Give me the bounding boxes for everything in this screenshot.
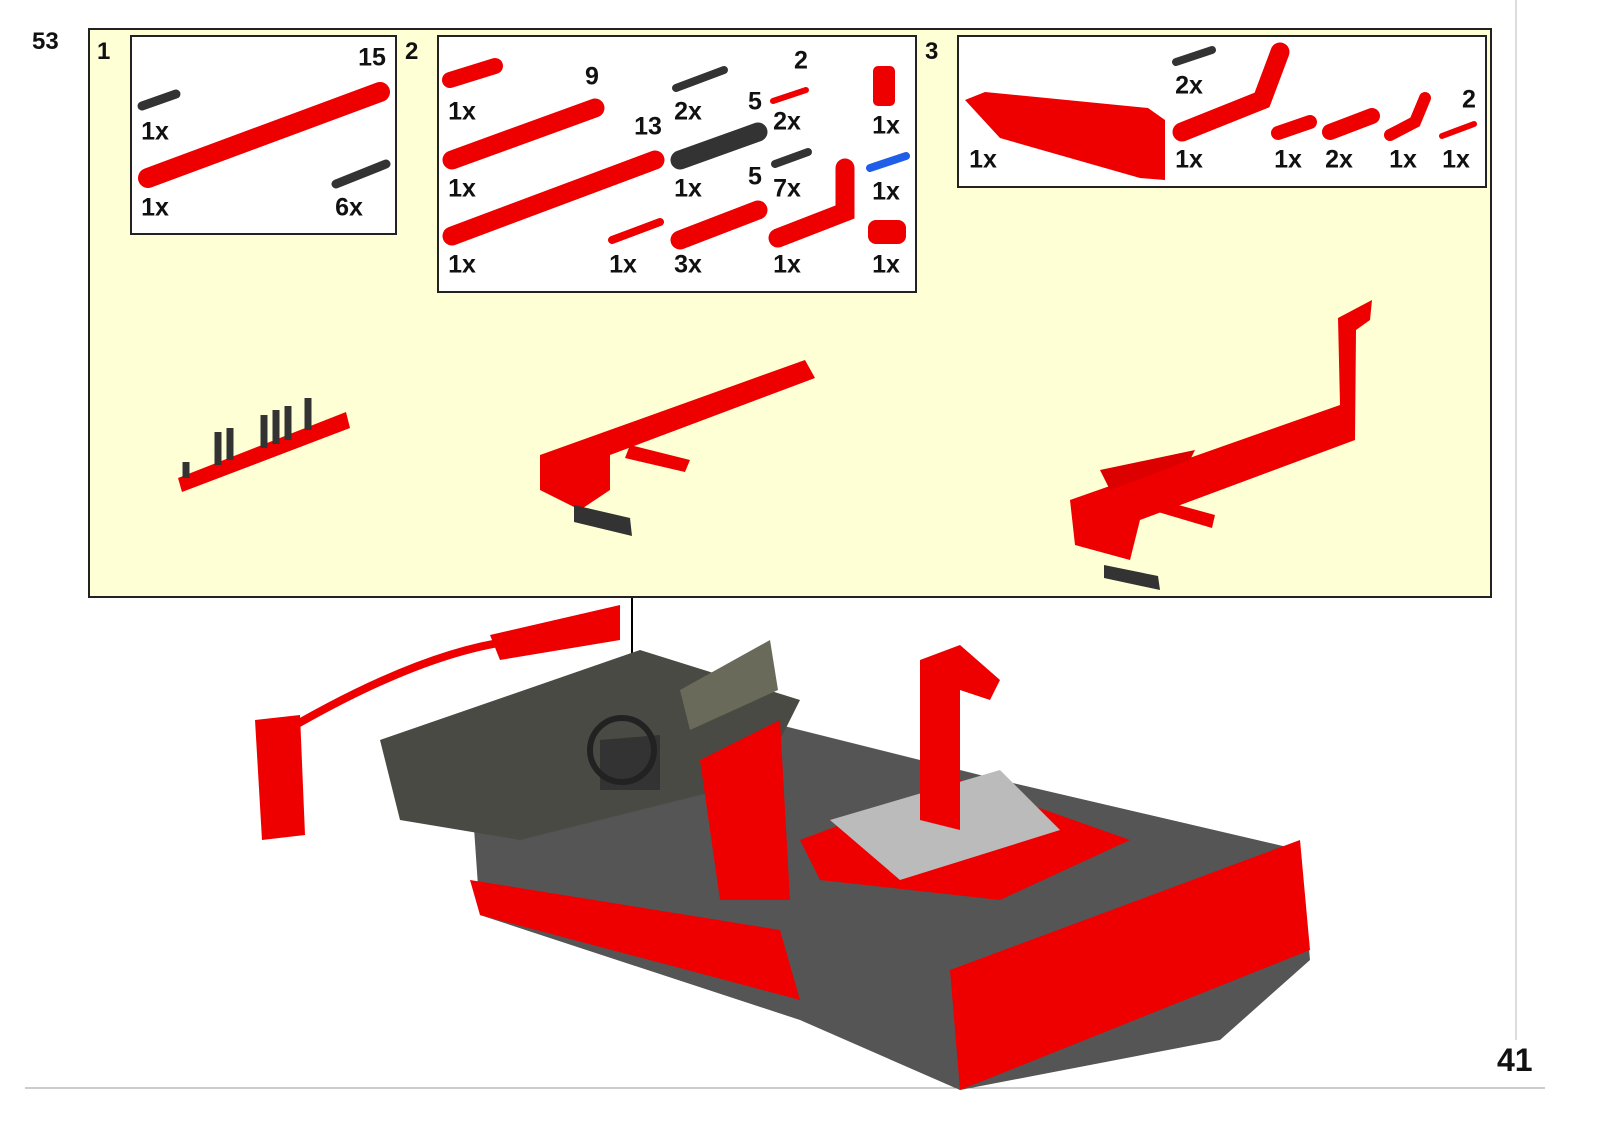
page-number: 41: [1497, 1042, 1533, 1078]
part-qty: 1x: [872, 111, 900, 140]
part-qty: 1x: [448, 97, 476, 126]
part-qty: 2x: [674, 97, 702, 126]
pin-blue-part: [866, 152, 910, 172]
pin-part: [1172, 46, 1216, 66]
part-qty: 2x: [1175, 71, 1203, 100]
part-length: 9: [585, 62, 599, 91]
substep-number: 1: [97, 38, 111, 65]
part-qty: 1x: [674, 174, 702, 203]
part-qty: 3x: [674, 250, 702, 279]
pin-part: [331, 159, 391, 189]
l-beam-part: [768, 158, 855, 248]
pin-part: [672, 66, 728, 92]
page-border-lines: [25, 0, 1545, 1089]
part-qty: 1x: [1274, 145, 1302, 174]
connector-part: [873, 66, 895, 106]
part-qty: 1x: [1389, 145, 1417, 174]
connector-part: [442, 58, 503, 88]
part-qty: 1x: [872, 250, 900, 279]
connector-part: [1322, 108, 1380, 140]
axle-2-part: [1439, 121, 1477, 139]
part-qty: 1x: [969, 145, 997, 174]
part-length: 2: [794, 46, 808, 75]
part-qty: 1x: [773, 250, 801, 279]
step-number: 53: [32, 28, 59, 55]
part-length: 5: [748, 87, 762, 116]
part-length: 13: [634, 112, 662, 141]
part-qty: 1x: [1175, 145, 1203, 174]
part-qty: 1x: [872, 177, 900, 206]
substep-number: 2: [405, 38, 419, 65]
part-qty: 1x: [141, 193, 169, 222]
part-qty: 1x: [448, 250, 476, 279]
axle-2-part: [770, 87, 809, 104]
part-length: 5: [748, 162, 762, 191]
assembly-1: [178, 398, 350, 492]
substep-number: 3: [925, 38, 939, 65]
part-qty: 6x: [335, 193, 363, 222]
main-model: [255, 605, 1310, 1090]
part-qty: 2x: [773, 107, 801, 136]
pin-red-part: [608, 218, 664, 244]
angle-connector-part: [1384, 92, 1431, 141]
part-qty: 7x: [773, 174, 801, 203]
part-qty: 1x: [141, 117, 169, 146]
part-qty: 1x: [1442, 145, 1470, 174]
connector-part: [1271, 115, 1317, 140]
part-qty: 1x: [609, 250, 637, 279]
part-qty: 2x: [1325, 145, 1353, 174]
part-length: 2: [1462, 85, 1476, 114]
panel-part: [965, 92, 1165, 180]
beam-15-part: [138, 82, 390, 188]
connector-part: [868, 220, 906, 244]
pin-part: [771, 148, 812, 168]
beam-5-black-part: [670, 122, 768, 170]
part-qty: 1x: [448, 174, 476, 203]
beam-9-part: [442, 98, 605, 170]
pin-part: [137, 89, 181, 111]
bent-beam-part: [1172, 42, 1290, 142]
assembly-3: [1070, 300, 1372, 590]
assembly-2: [540, 360, 815, 536]
part-length: 15: [358, 43, 386, 72]
beam-5-part: [670, 200, 768, 250]
beam-13-part: [442, 150, 665, 246]
